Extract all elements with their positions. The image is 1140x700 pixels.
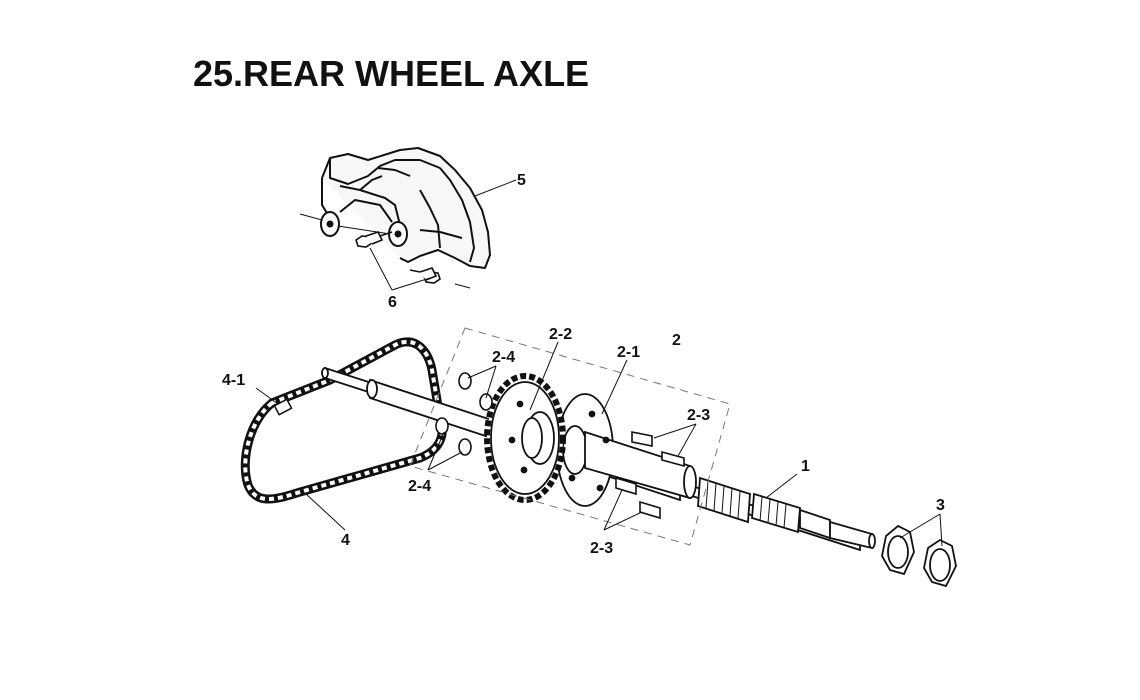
guard-guide-lines	[299, 213, 471, 289]
label-part-4: 4	[341, 532, 350, 549]
label-part-5: 5	[517, 172, 526, 189]
hub-assembly-dashed-box	[409, 327, 731, 546]
sprocket-nuts	[435, 372, 493, 456]
label-part-2-3-lower: 2-3	[590, 540, 613, 557]
label-part-6: 6	[388, 294, 397, 311]
label-part-3: 3	[936, 497, 945, 514]
label-part-4-1: 4-1	[222, 372, 245, 389]
hub-flange	[556, 393, 697, 507]
hub-bolts	[615, 431, 685, 520]
leader-lines	[255, 179, 943, 547]
label-part-2-1: 2-1	[617, 344, 640, 361]
master-link	[273, 398, 293, 416]
label-part-2: 2	[672, 332, 681, 349]
guard-bolt-upper	[355, 231, 393, 248]
page-title: 25.REAR WHEEL AXLE	[193, 53, 590, 94]
axle-splines	[705, 480, 787, 529]
axle-lock-nuts	[881, 524, 957, 588]
guard-bolt-lower	[409, 267, 441, 284]
label-part-2-2: 2-2	[549, 326, 572, 343]
label-part-2-4-upper: 2-4	[492, 349, 515, 366]
sprocket	[484, 373, 566, 503]
label-part-1: 1	[801, 458, 810, 475]
part-labels: 5 6 2-2 2-1 2 2-4 4-1 2-3 1 2-4 3 4 2-3	[222, 172, 945, 557]
chain-guard	[320, 147, 491, 269]
drive-chain	[240, 337, 447, 504]
label-part-2-3-upper: 2-3	[687, 407, 710, 424]
label-part-2-4-lower: 2-4	[408, 478, 431, 495]
